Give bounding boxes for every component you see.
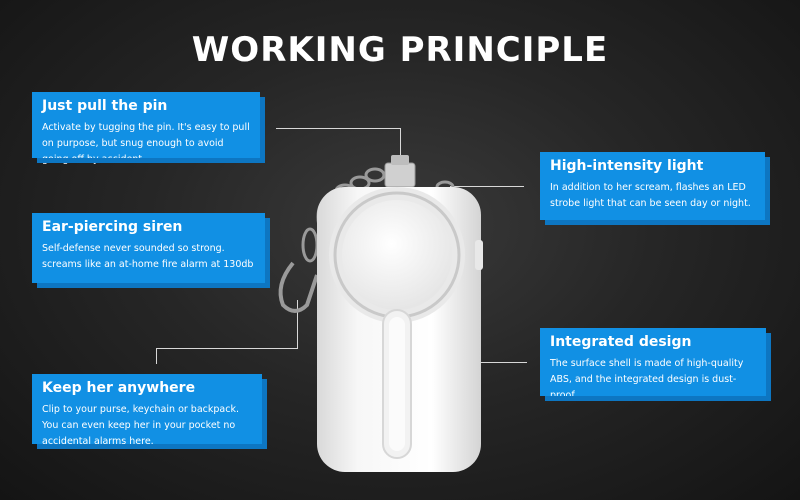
personal-alarm-device-image	[278, 155, 483, 472]
connector-line-clip-v	[297, 300, 298, 348]
feature-heading: Keep her anywhere	[42, 380, 196, 396]
feature-card-keep-anywhere: Keep her anywhere Clip to your purse, ke…	[32, 374, 267, 449]
feature-text: Self-defense never sounded so strong. sc…	[42, 243, 254, 270]
feature-heading: Ear-piercing siren	[42, 219, 183, 235]
connector-line-light-h	[450, 186, 524, 187]
connector-line-clip-h	[156, 348, 298, 349]
feature-card-pull-pin: Just pull the pin Activate by tugging th…	[32, 92, 265, 165]
feature-heading: Just pull the pin	[42, 98, 168, 114]
feature-text: In addition to her scream, flashes an LE…	[550, 182, 751, 209]
feature-text: The surface shell is made of high-qualit…	[550, 358, 744, 401]
connector-line-pin-v	[400, 128, 401, 156]
feature-card-integrated: Integrated design The surface shell is m…	[540, 328, 771, 401]
connector-line-pin-h	[276, 128, 401, 129]
feature-text: Clip to your purse, keychain or backpack…	[42, 404, 239, 447]
connector-line-clip-drop	[156, 348, 157, 364]
page-title: WORKING PRINCIPLE	[191, 30, 609, 70]
feature-card-siren: Ear-piercing siren Self-defense never so…	[32, 213, 270, 288]
feature-heading: Integrated design	[550, 334, 692, 350]
feature-text: Activate by tugging the pin. It's easy t…	[42, 122, 250, 165]
feature-heading: High-intensity light	[550, 158, 704, 174]
connector-line-design-h	[480, 362, 527, 363]
feature-card-light: High-intensity light In addition to her …	[540, 152, 770, 225]
